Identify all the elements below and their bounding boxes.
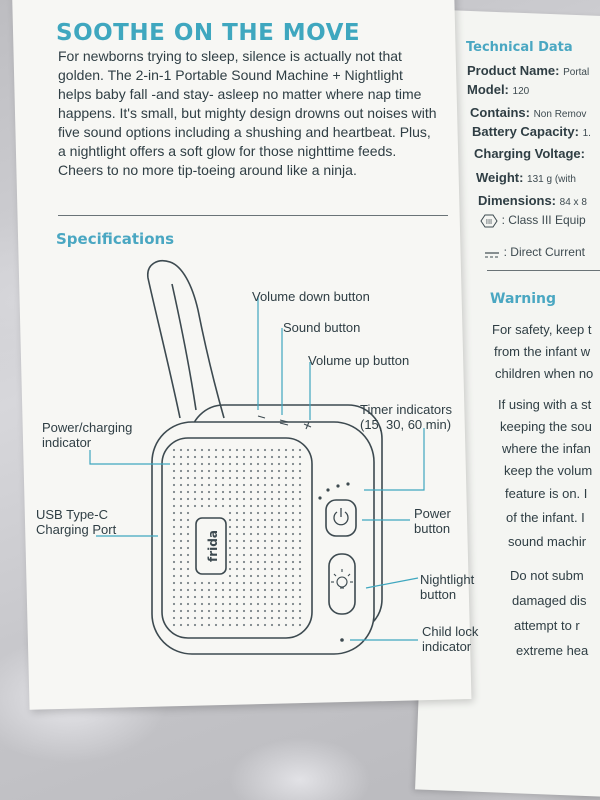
power-button-shape <box>325 499 357 537</box>
top-buttons <box>257 415 312 430</box>
warning-line: For safety, keep t <box>492 322 592 337</box>
technical-data-heading: Technical Data <box>466 40 573 55</box>
warning-line: extreme hea <box>516 643 589 658</box>
label-power-charging: Power/charging indicator <box>42 420 133 450</box>
right-page-divider <box>487 270 600 271</box>
child-lock-dot <box>340 638 344 642</box>
brand-logo: frida <box>206 530 220 562</box>
product-diagram: frida <box>89 260 425 655</box>
label-child-lock: Child lock indicator <box>422 624 479 654</box>
direct-current-icon <box>484 248 500 258</box>
tech-row-weight: Weight: 131 g (with <box>476 170 576 185</box>
section-divider <box>58 215 448 216</box>
speaker-grille <box>161 437 313 639</box>
class-iii-row: III : Class III Equip <box>480 212 586 228</box>
warning-line: keeping the sou <box>500 419 592 434</box>
intro-paragraph: For newborns trying to sleep, silence is… <box>58 48 437 178</box>
tech-row-dimensions: Dimensions: 84 x 8 <box>478 193 587 208</box>
strap-outline <box>147 260 225 419</box>
warning-line: If using with a st <box>498 397 592 412</box>
device-front <box>151 421 375 655</box>
specifications-heading: Specifications <box>56 230 175 248</box>
warning-heading: Warning <box>490 291 557 307</box>
page-title: SOOTHE ON THE MOVE <box>56 20 361 46</box>
warning-line: Do not subm <box>510 568 584 583</box>
warning-line: from the infant w <box>494 344 591 359</box>
timer-indicator-dots <box>318 482 350 500</box>
tech-row-model: Model: 120 <box>467 82 530 97</box>
nightlight-button-shape <box>328 553 356 615</box>
warning-line: damaged dis <box>512 593 587 608</box>
label-sound: Sound button <box>283 320 361 335</box>
label-volume-down: Volume down button <box>252 289 370 304</box>
direct-current-row: : Direct Current <box>484 244 585 259</box>
tech-row-battery: Battery Capacity: 1. <box>472 124 591 139</box>
label-power-button: Power button <box>414 506 451 536</box>
label-nightlight-button: Nightlight button <box>420 572 475 602</box>
class-iii-icon: III <box>480 214 498 228</box>
svg-text:III: III <box>486 218 492 226</box>
warning-line: of the infant. I <box>506 510 585 525</box>
lightbulb-icon <box>331 569 353 589</box>
tech-row-product-name: Product Name: Portal <box>467 63 590 78</box>
warning-line: children when no <box>495 366 594 381</box>
strap-inner <box>171 283 197 411</box>
label-usb-port: USB Type-C Charging Port <box>36 507 117 537</box>
grille-dots <box>172 448 302 627</box>
power-icon <box>333 508 349 526</box>
warning-line: feature is on. I <box>505 486 588 501</box>
label-timer-indicators: Timer indicators (15, 30, 60 min) <box>360 402 452 432</box>
label-volume-up: Volume up button <box>308 353 410 368</box>
warning-line: attempt to r <box>514 618 580 633</box>
warning-line: where the infan <box>502 441 591 456</box>
warning-line: sound machir <box>508 534 587 549</box>
brand-badge <box>195 517 227 575</box>
tech-row-contains: Contains: Non Remov <box>470 105 587 120</box>
tech-row-charging-voltage: Charging Voltage: <box>474 146 585 161</box>
warning-line: keep the volum <box>504 463 593 478</box>
